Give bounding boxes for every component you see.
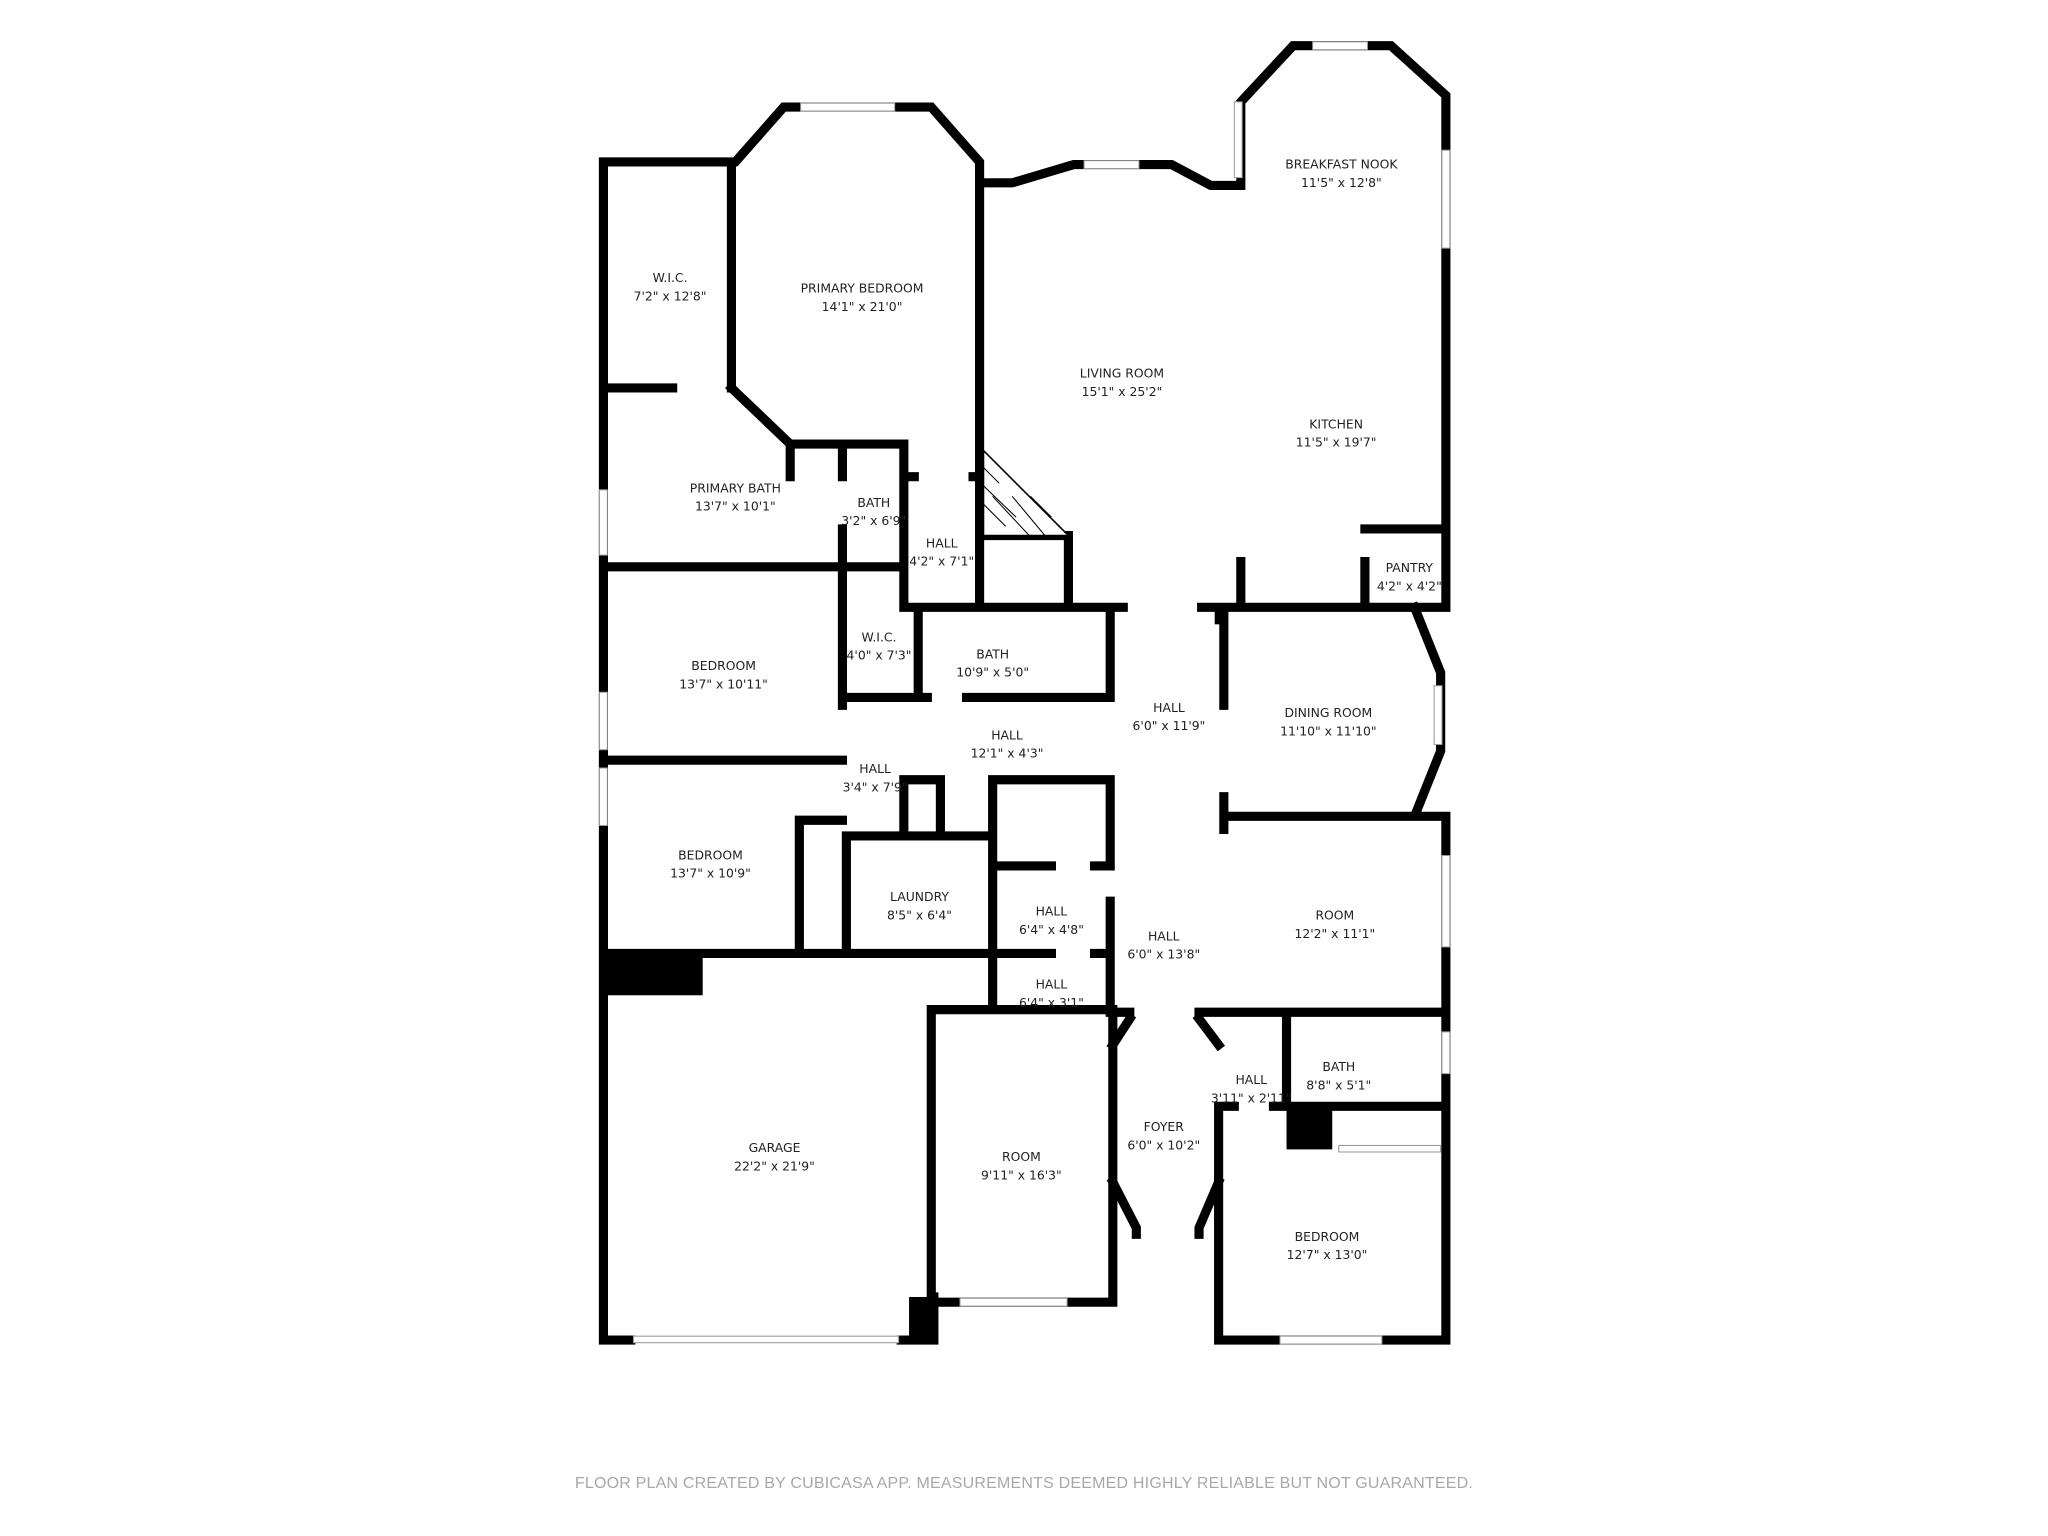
room-label: BATH 3'2" x 6'9" xyxy=(841,495,906,528)
room-label: HALL 3'4" x 7'9" xyxy=(843,761,908,794)
room-label: PRIMARY BATH 13'7" x 10'1" xyxy=(690,480,781,513)
room-label: HALL 6'4" x 4'8" xyxy=(1019,904,1084,937)
room-dimensions: 6'0" x 10'2" xyxy=(1127,1137,1200,1152)
room-name: ROOM xyxy=(1002,1149,1041,1164)
room-name: W.I.C. xyxy=(653,270,688,285)
windows xyxy=(598,41,1451,1345)
room-dimensions: 12'2" x 11'1" xyxy=(1294,926,1375,941)
room-name: DINING ROOM xyxy=(1284,705,1372,720)
room-dimensions: 12'7" x 13'0" xyxy=(1287,1247,1368,1262)
room-name: FOYER xyxy=(1144,1119,1185,1134)
room-label: PANTRY 4'2" x 4'2" xyxy=(1377,560,1442,593)
room-dimensions: 15'1" x 25'2" xyxy=(1082,384,1163,399)
room-name: BEDROOM xyxy=(1295,1229,1360,1244)
room-label: HALL 4'2" x 7'1" xyxy=(909,535,974,568)
room-label: FOYER 6'0" x 10'2" xyxy=(1127,1119,1200,1152)
room-label: BREAKFAST NOOK 11'5" x 12'8" xyxy=(1285,156,1398,189)
room-label: KITCHEN 11'5" x 19'7" xyxy=(1296,416,1377,449)
room-dimensions: 11'5" x 12'8" xyxy=(1301,175,1382,190)
room-name: ROOM xyxy=(1315,908,1354,923)
room-name: PRIMARY BEDROOM xyxy=(801,281,924,296)
room-dimensions: 11'5" x 19'7" xyxy=(1296,435,1377,450)
room-dimensions: 13'7" x 10'11" xyxy=(679,676,768,691)
room-name: BREAKFAST NOOK xyxy=(1285,156,1398,171)
room-label: BEDROOM 12'7" x 13'0" xyxy=(1287,1229,1368,1262)
room-name: BATH xyxy=(976,646,1009,661)
room-name: BEDROOM xyxy=(678,847,743,862)
room-label: W.I.C. 7'2" x 12'8" xyxy=(634,270,707,303)
room-dimensions: 12'1" x 4'3" xyxy=(971,746,1044,761)
room-dimensions: 6'0" x 13'8" xyxy=(1127,947,1200,962)
room-dimensions: 10'9" x 5'0" xyxy=(956,665,1029,680)
room-label: BATH 10'9" x 5'0" xyxy=(956,646,1029,679)
room-labels: W.I.C. 7'2" x 12'8" PRIMARY BEDROOM 14'1" x… xyxy=(634,156,1442,1262)
room-dimensions: 6'0" x 11'9" xyxy=(1133,718,1206,733)
room-name: HALL xyxy=(1235,1072,1267,1087)
room-name: LAUNDRY xyxy=(890,889,949,904)
room-dimensions: 3'11" x 2'11" xyxy=(1211,1090,1292,1105)
room-label: BEDROOM 13'7" x 10'11" xyxy=(679,658,768,691)
room-dimensions: 6'4" x 3'1" xyxy=(1019,995,1084,1010)
room-name: PANTRY xyxy=(1386,560,1434,575)
room-name: KITCHEN xyxy=(1309,416,1363,431)
room-name: HALL xyxy=(926,535,958,550)
room-name: GARAGE xyxy=(749,1140,801,1155)
room-label: HALL 6'4" x 3'1" xyxy=(1019,977,1084,1010)
room-dimensions: 9'11" x 16'3" xyxy=(981,1167,1062,1182)
column-block xyxy=(909,1296,936,1341)
room-dimensions: 4'2" x 4'2" xyxy=(1377,578,1442,593)
room-dimensions: 3'4" x 7'9" xyxy=(843,780,908,795)
room-label: GARAGE 22'2" x 21'9" xyxy=(734,1140,815,1173)
room-dimensions: 11'10" x 11'10" xyxy=(1280,723,1377,738)
room-name: BEDROOM xyxy=(691,658,756,673)
stairs xyxy=(982,448,1071,537)
room-name: HALL xyxy=(1148,928,1180,943)
room-dimensions: 3'2" x 6'9" xyxy=(841,513,906,528)
column-block xyxy=(1286,1106,1333,1150)
room-dimensions: 4'0" x 7'3" xyxy=(847,648,912,663)
room-name: BATH xyxy=(1322,1059,1355,1074)
room-name: LIVING ROOM xyxy=(1080,365,1164,380)
disclaimer-footer: FLOOR PLAN CREATED BY CUBICASA APP. MEAS… xyxy=(574,1475,1474,1492)
room-name: BATH xyxy=(857,495,890,510)
room-label: HALL 6'0" x 11'9" xyxy=(1133,700,1206,733)
room-dimensions: 14'1" x 21'0" xyxy=(822,299,903,314)
room-label: PRIMARY BEDROOM 14'1" x 21'0" xyxy=(801,281,924,314)
room-label: W.I.C. 4'0" x 7'3" xyxy=(847,629,912,662)
room-label: HALL 6'0" x 13'8" xyxy=(1127,928,1200,961)
room-label: ROOM 9'11" x 16'3" xyxy=(981,1149,1062,1182)
room-name: HALL xyxy=(1153,700,1185,715)
room-dimensions: 8'5" x 6'4" xyxy=(887,908,952,923)
room-name: HALL xyxy=(991,727,1023,742)
walls xyxy=(598,41,1451,1345)
room-label: BATH 8'8" x 5'1" xyxy=(1306,1059,1371,1092)
room-dimensions: 6'4" x 4'8" xyxy=(1019,922,1084,937)
room-dimensions: 13'7" x 10'9" xyxy=(670,866,751,881)
room-label: DINING ROOM 11'10" x 11'10" xyxy=(1280,705,1377,738)
column-block xyxy=(603,957,703,996)
room-dimensions: 7'2" x 12'8" xyxy=(634,288,707,303)
room-dimensions: 8'8" x 5'1" xyxy=(1306,1077,1371,1092)
room-name: HALL xyxy=(859,761,891,776)
room-label: HALL 12'1" x 4'3" xyxy=(971,727,1044,760)
room-label: BEDROOM 13'7" x 10'9" xyxy=(670,847,751,880)
room-name: HALL xyxy=(1036,904,1068,919)
room-name: HALL xyxy=(1036,977,1068,992)
room-name: W.I.C. xyxy=(862,629,897,644)
room-dimensions: 22'2" x 21'9" xyxy=(734,1158,815,1173)
room-label: ROOM 12'2" x 11'1" xyxy=(1294,908,1375,941)
room-label: LIVING ROOM 15'1" x 25'2" xyxy=(1080,365,1164,398)
room-name: PRIMARY BATH xyxy=(690,480,781,495)
room-dimensions: 4'2" x 7'1" xyxy=(909,554,974,569)
room-label: LAUNDRY 8'5" x 6'4" xyxy=(887,889,952,922)
column-block xyxy=(1214,603,1228,625)
room-label: HALL 3'11" x 2'11" xyxy=(1211,1072,1292,1105)
room-dimensions: 13'7" x 10'1" xyxy=(695,499,776,514)
